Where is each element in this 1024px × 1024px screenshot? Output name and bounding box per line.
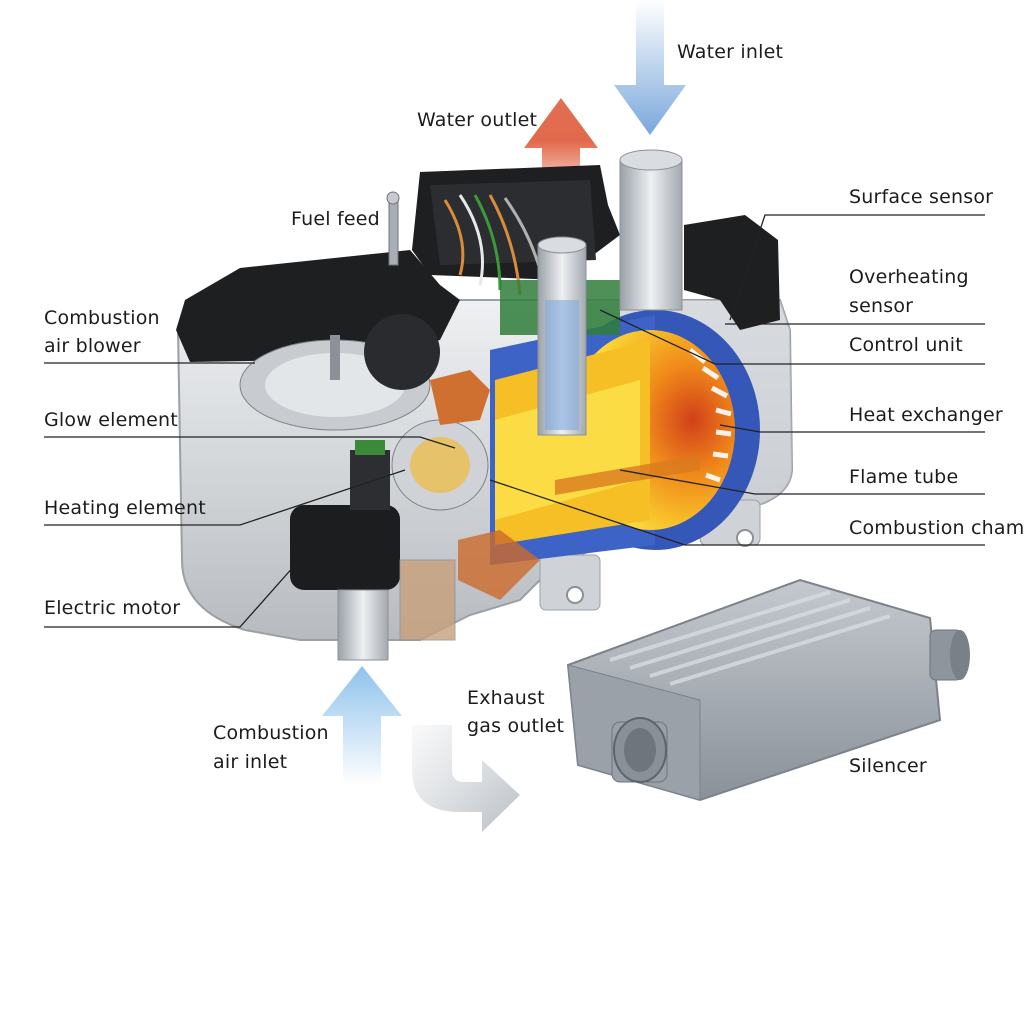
label-overheating-sensor-1: Overheating	[849, 266, 969, 288]
label-combustion-air-blower-2: air blower	[44, 335, 141, 357]
glow-element-area	[391, 370, 490, 511]
leader-glow-element	[44, 436, 456, 449]
leader-combustion-chamber	[489, 479, 985, 546]
silencer-unit	[566, 578, 970, 802]
label-flame-tube: Flame tube	[849, 466, 959, 488]
leader-flame-tube	[619, 469, 985, 495]
label-combustion-air-inlet-2: air inlet	[213, 751, 288, 773]
label-water-inlet: Water inlet	[677, 41, 784, 63]
leader-surface-sensor	[729, 214, 985, 321]
blower-cover	[176, 250, 460, 431]
label-surface-sensor: Surface sensor	[849, 186, 994, 208]
label-heat-exchanger: Heat exchanger	[849, 404, 1003, 426]
label-electric-motor: Electric motor	[44, 597, 181, 619]
combustion-air-inlet-arrow	[322, 666, 402, 785]
label-combustion-chamber: Combustion chamber	[849, 517, 1024, 539]
lower-pipes	[337, 530, 540, 661]
leader-electric-motor	[44, 564, 296, 628]
heat-exchanger-section	[490, 310, 760, 565]
leader-heating-element	[44, 469, 406, 526]
leader-control-unit	[599, 309, 985, 365]
label-overheating-sensor-2: sensor	[849, 295, 914, 317]
label-silencer: Silencer	[849, 755, 927, 777]
leader-heat-exchanger	[719, 424, 985, 433]
label-combustion-air-inlet-1: Combustion	[213, 722, 329, 744]
electric-motor	[290, 440, 400, 590]
leader-lines	[44, 214, 985, 628]
label-fuel-feed: Fuel feed	[291, 208, 380, 230]
label-exhaust-gas-outlet-1: Exhaust	[467, 687, 545, 709]
label-glow-element: Glow element	[44, 409, 178, 431]
label-exhaust-gas-outlet-2: gas outlet	[467, 715, 565, 737]
label-control-unit: Control unit	[849, 334, 963, 356]
label-combustion-air-blower-1: Combustion	[44, 307, 160, 329]
label-heating-element: Heating element	[44, 497, 206, 519]
label-water-outlet: Water outlet	[417, 109, 538, 131]
fuel-feed-pipe	[386, 191, 400, 266]
water-pipes	[537, 149, 683, 436]
exhaust-gas-outlet-arrow	[412, 725, 520, 832]
water-inlet-arrow	[614, 0, 686, 135]
